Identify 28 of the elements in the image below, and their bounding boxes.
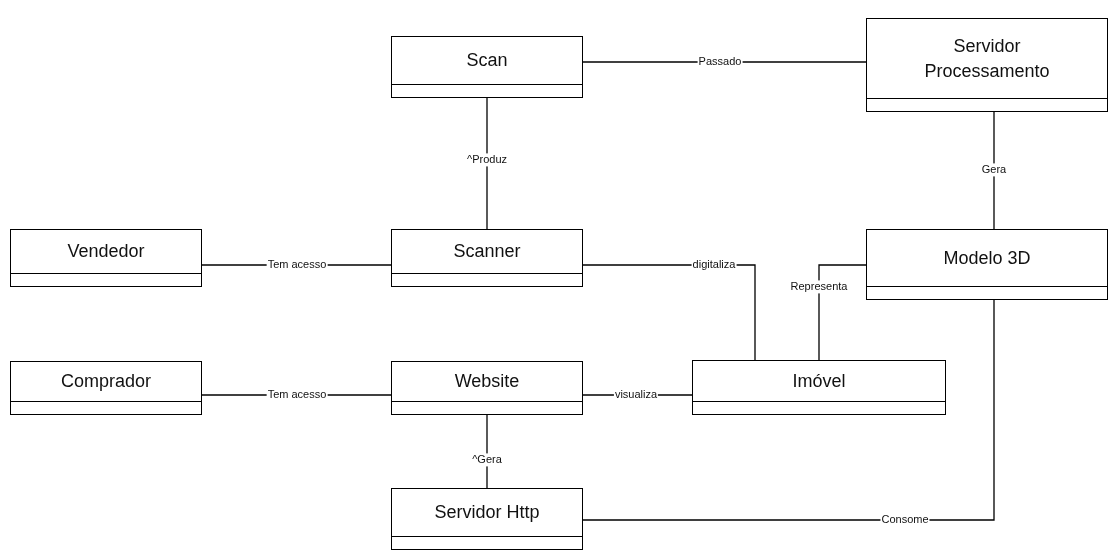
class-name: Comprador: [60, 370, 151, 394]
association-line: [993, 111, 995, 230]
class-box: [10, 229, 202, 287]
class-box: [391, 361, 583, 415]
class-name: Vendedor: [67, 240, 145, 264]
class-name: Servidor Processamento: [923, 35, 1051, 83]
class-box: [866, 18, 1108, 112]
class-name: Servidor Http: [434, 501, 540, 525]
association-line: [582, 61, 867, 63]
class-box: [866, 229, 1108, 300]
edge-label: ^Produz: [466, 153, 508, 167]
class-name: Modelo 3D: [943, 246, 1031, 270]
class-name: Website: [454, 370, 520, 394]
class-box: [391, 229, 583, 287]
class-name: Imóvel: [792, 369, 846, 393]
class-name: Scan: [466, 49, 508, 73]
edge-label: Representa: [789, 280, 849, 294]
edge-label: digitaliza: [691, 258, 737, 272]
class-box: [692, 360, 946, 415]
edge-label: ^Gera: [471, 453, 503, 467]
association-line: [818, 264, 867, 361]
association-line: [582, 299, 995, 521]
edge-label: Gera: [980, 163, 1008, 177]
class-box: [391, 36, 583, 98]
association-line: [486, 97, 488, 230]
class-box: [391, 488, 583, 550]
class-name: Scanner: [453, 240, 521, 264]
class-box: [10, 361, 202, 415]
